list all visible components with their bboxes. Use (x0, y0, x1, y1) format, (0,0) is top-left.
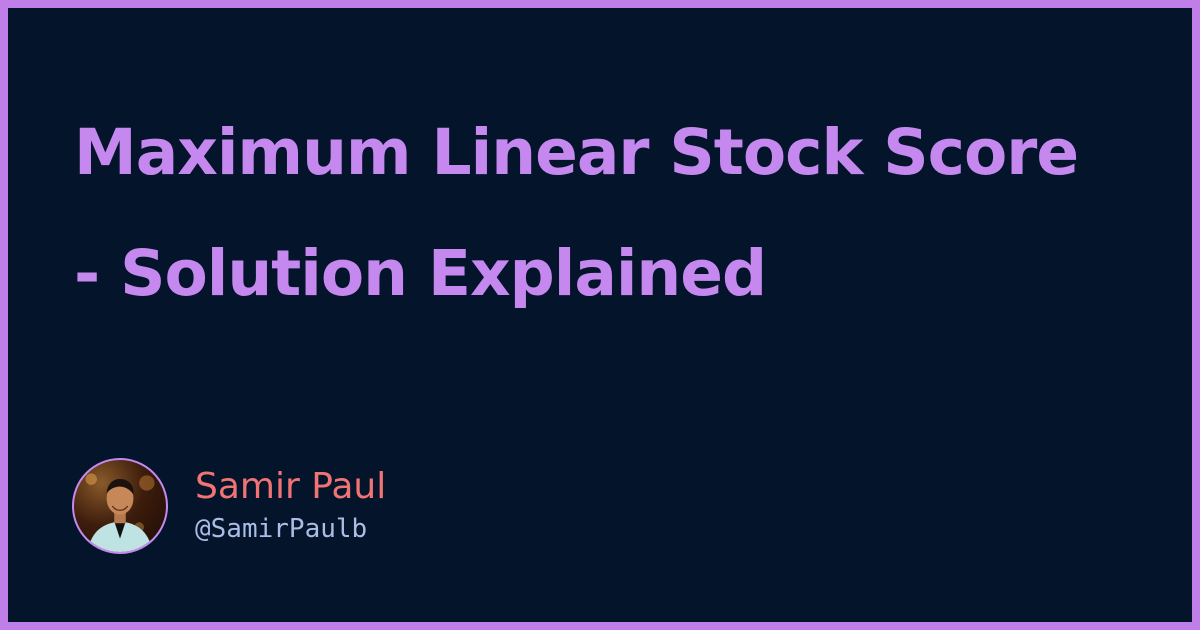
author-handle[interactable]: @SamirPaulb (195, 514, 368, 544)
avatar[interactable] (72, 458, 168, 554)
article-title: Maximum Linear Stock Score - Solution Ex… (74, 116, 1079, 310)
article-card: Maximum Linear Stock Score - Solution Ex… (8, 8, 1192, 622)
author-block: Samir Paul @SamirPaulb (72, 458, 386, 554)
author-photo-icon (85, 473, 155, 552)
author-name: Samir Paul (195, 466, 387, 507)
author-text: Samir Paul @SamirPaulb (195, 465, 386, 547)
